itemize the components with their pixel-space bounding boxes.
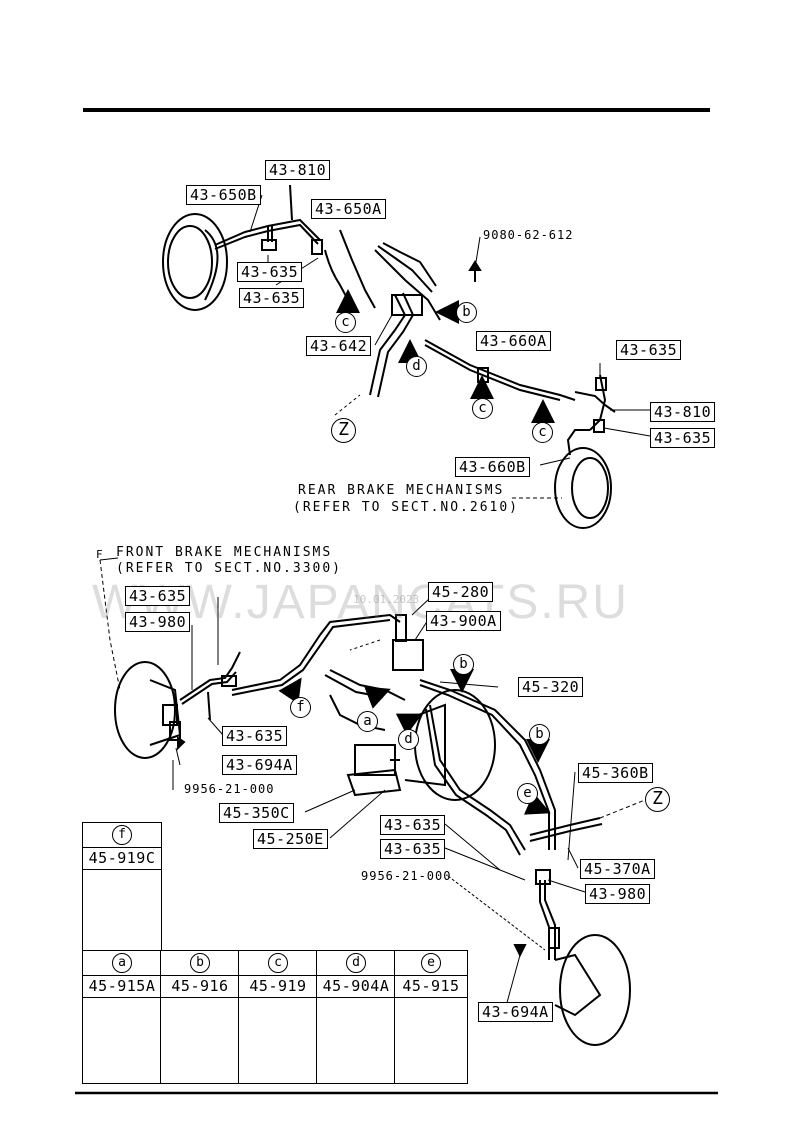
part-label-43-694a-b: 43-694A — [478, 1002, 553, 1022]
clip-part-number: 45-919C — [83, 847, 161, 870]
clip-letter: d — [346, 953, 366, 973]
part-label-43-635-f3: 43-635 — [380, 815, 446, 835]
clip-cell-b: b 45-916 — [160, 950, 240, 1084]
front-note-line2: (REFER TO SECT.NO.3300) — [116, 561, 343, 576]
rear-right-backing-plate — [554, 447, 612, 529]
callout-b: b — [456, 302, 477, 323]
part-label-43-635-r2: 43-635 — [650, 428, 716, 448]
part-label-45-350c: 45-350C — [219, 803, 294, 823]
callout-c-3: c — [532, 422, 553, 443]
clip-part-number: 45-915 — [395, 975, 467, 998]
callout-f: f — [290, 697, 311, 718]
part-label-45-370a: 45-370A — [580, 859, 655, 879]
proportioning-valve — [392, 639, 424, 671]
clip-part-number: 45-915A — [83, 975, 161, 998]
rear-left-backing-plate — [162, 213, 228, 311]
part-label-43-635-f: 43-635 — [125, 586, 191, 606]
part-label-43-642: 43-642 — [306, 336, 372, 356]
part-label-43-660a: 43-660A — [476, 331, 551, 351]
callout-d-2: d — [398, 729, 419, 750]
callout-c: c — [335, 312, 356, 333]
clip-cell-a: a 45-915A — [82, 950, 162, 1084]
part-label-43-980: 43-980 — [125, 612, 191, 632]
part-label-43-635-f4: 43-635 — [380, 839, 446, 859]
callout-z: Z — [331, 418, 356, 443]
clip-letter: e — [421, 953, 441, 973]
callout-c-2: c — [472, 398, 493, 419]
clip-cell-d: d 45-904A — [316, 950, 396, 1084]
clip-cell-f: f 45-919C — [82, 822, 162, 952]
callout-b-2: b — [453, 654, 474, 675]
front-ref-code: F — [96, 548, 105, 561]
part-label-9956-21-000-b: 9956-21-000 — [361, 869, 452, 883]
callout-a: a — [357, 711, 378, 732]
clip-letter: f — [112, 825, 132, 845]
part-label-43-900a: 43-900A — [426, 611, 501, 631]
part-label-45-360b: 45-360B — [578, 763, 653, 783]
clip-letter: b — [190, 953, 210, 973]
rear-note-line2: (REFER TO SECT.NO.2610) — [293, 500, 520, 515]
part-label-9080-62-612: 9080-62-612 — [483, 228, 574, 242]
part-label-43-635-b: 43-635 — [239, 288, 305, 308]
part-label-43-810: 43-810 — [265, 160, 331, 180]
front-right-disc — [559, 934, 631, 1046]
clip-part-number: 45-904A — [317, 975, 395, 998]
callout-z-2: Z — [645, 787, 670, 812]
clip-cell-e: e 45-915 — [394, 950, 468, 1084]
front-left-disc — [114, 661, 176, 759]
part-label-43-650a: 43-650A — [311, 199, 386, 219]
clip-letter: a — [112, 953, 132, 973]
clip-letter: c — [268, 953, 288, 973]
part-label-45-320: 45-320 — [518, 677, 584, 697]
part-label-43-694a: 43-694A — [222, 755, 297, 775]
watermark-date: 10.01.2023 — [353, 593, 420, 606]
part-label-43-660b: 43-660B — [455, 457, 530, 477]
clip-part-number: 45-919 — [239, 975, 317, 998]
clip-part-number: 45-916 — [161, 975, 239, 998]
callout-b-3: b — [529, 724, 550, 745]
part-label-45-250e: 45-250E — [253, 829, 328, 849]
part-label-9956-21-000: 9956-21-000 — [184, 782, 275, 796]
callout-e: e — [517, 783, 538, 804]
part-label-43-810-r: 43-810 — [650, 402, 716, 422]
part-label-43-635-a: 43-635 — [237, 262, 303, 282]
part-label-43-980-b: 43-980 — [585, 884, 651, 904]
front-note-line1: FRONT BRAKE MECHANISMS — [116, 545, 333, 560]
part-label-43-650b: 43-650B — [186, 185, 261, 205]
callout-d: d — [406, 356, 427, 377]
rear-brake-lines — [162, 184, 651, 529]
part-label-43-635-f2: 43-635 — [222, 726, 288, 746]
rear-note-line1: REAR BRAKE MECHANISMS — [298, 483, 505, 498]
clip-cell-c: c 45-919 — [238, 950, 318, 1084]
part-label-45-280: 45-280 — [428, 582, 494, 602]
part-label-43-635-r1: 43-635 — [616, 340, 682, 360]
front-brake-lines — [99, 557, 646, 1046]
